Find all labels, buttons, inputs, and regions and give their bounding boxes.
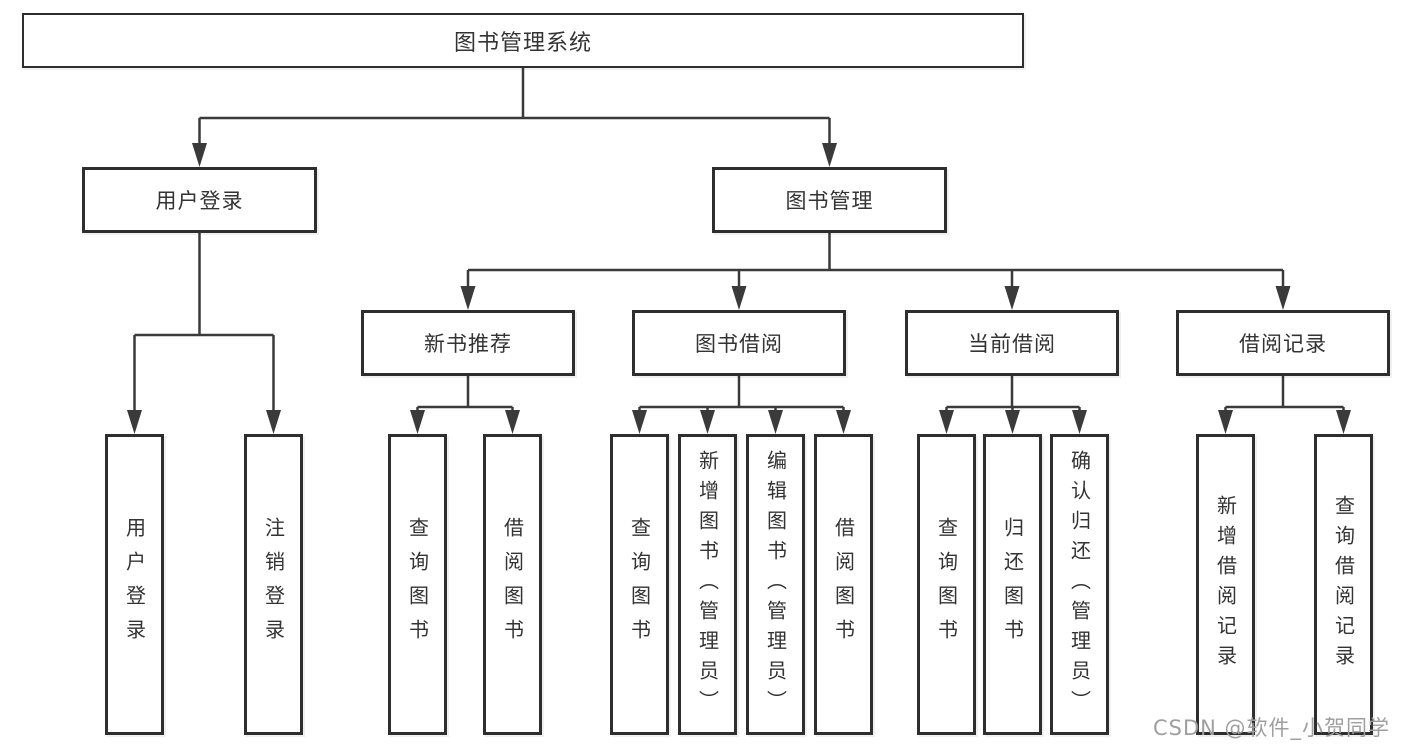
node-user-login-leaf: 用户登录 xyxy=(105,434,164,735)
node-label: 当前借阅 xyxy=(968,332,1056,356)
node-label: 用户登录 xyxy=(122,516,147,653)
csdn-watermark: CSDN @软件_小贺同学 xyxy=(1153,716,1391,740)
node-query-books-borrowing: 查询图书 xyxy=(610,434,669,735)
node-label: 编辑图书（管理员） xyxy=(763,449,788,720)
node-borrow-books-borrowing: 借阅图书 xyxy=(814,434,873,735)
node-label: 新增借阅记录 xyxy=(1213,494,1238,675)
node-query-borrow-record: 查询借阅记录 xyxy=(1314,434,1373,735)
node-new-book-recommendation: 新书推荐 xyxy=(361,310,575,376)
node-label: 查询图书 xyxy=(405,516,430,653)
node-user-login: 用户登录 xyxy=(82,167,317,233)
node-query-books-current: 查询图书 xyxy=(917,434,976,735)
node-query-books-recommend: 查询图书 xyxy=(388,434,447,735)
node-library-management-system: 图书管理系统 xyxy=(22,13,1024,68)
node-label: 借阅记录 xyxy=(1239,332,1327,356)
node-add-book-admin: 新增图书（管理员） xyxy=(678,434,737,735)
node-label: 确认归还（管理员） xyxy=(1067,449,1092,720)
node-add-borrow-record: 新增借阅记录 xyxy=(1196,434,1255,735)
node-label: 归还图书 xyxy=(1000,516,1025,653)
node-borrowing-records: 借阅记录 xyxy=(1176,310,1390,376)
node-label: 查询图书 xyxy=(627,516,652,653)
node-label: 新书推荐 xyxy=(424,332,512,356)
node-label: 图书借阅 xyxy=(695,332,783,356)
node-logout-leaf: 注销登录 xyxy=(244,434,303,735)
node-label: 借阅图书 xyxy=(500,516,525,653)
node-book-management: 图书管理 xyxy=(712,167,947,233)
node-label: 查询图书 xyxy=(934,516,959,653)
node-edit-book-admin: 编辑图书（管理员） xyxy=(746,434,805,735)
node-book-borrowing: 图书借阅 xyxy=(632,310,846,376)
node-label: 注销登录 xyxy=(261,516,286,653)
node-current-borrowing: 当前借阅 xyxy=(905,310,1119,376)
node-label: 借阅图书 xyxy=(831,516,856,653)
node-label: 用户登录 xyxy=(155,189,244,213)
node-borrow-books-recommend: 借阅图书 xyxy=(483,434,542,735)
node-label: 查询借阅记录 xyxy=(1331,494,1356,675)
node-label: 图书管理 xyxy=(785,189,874,213)
node-label: 图书管理系统 xyxy=(453,30,592,56)
node-return-book: 归还图书 xyxy=(983,434,1042,735)
node-confirm-return-admin: 确认归还（管理员） xyxy=(1050,434,1109,735)
node-label: 新增图书（管理员） xyxy=(695,449,720,720)
